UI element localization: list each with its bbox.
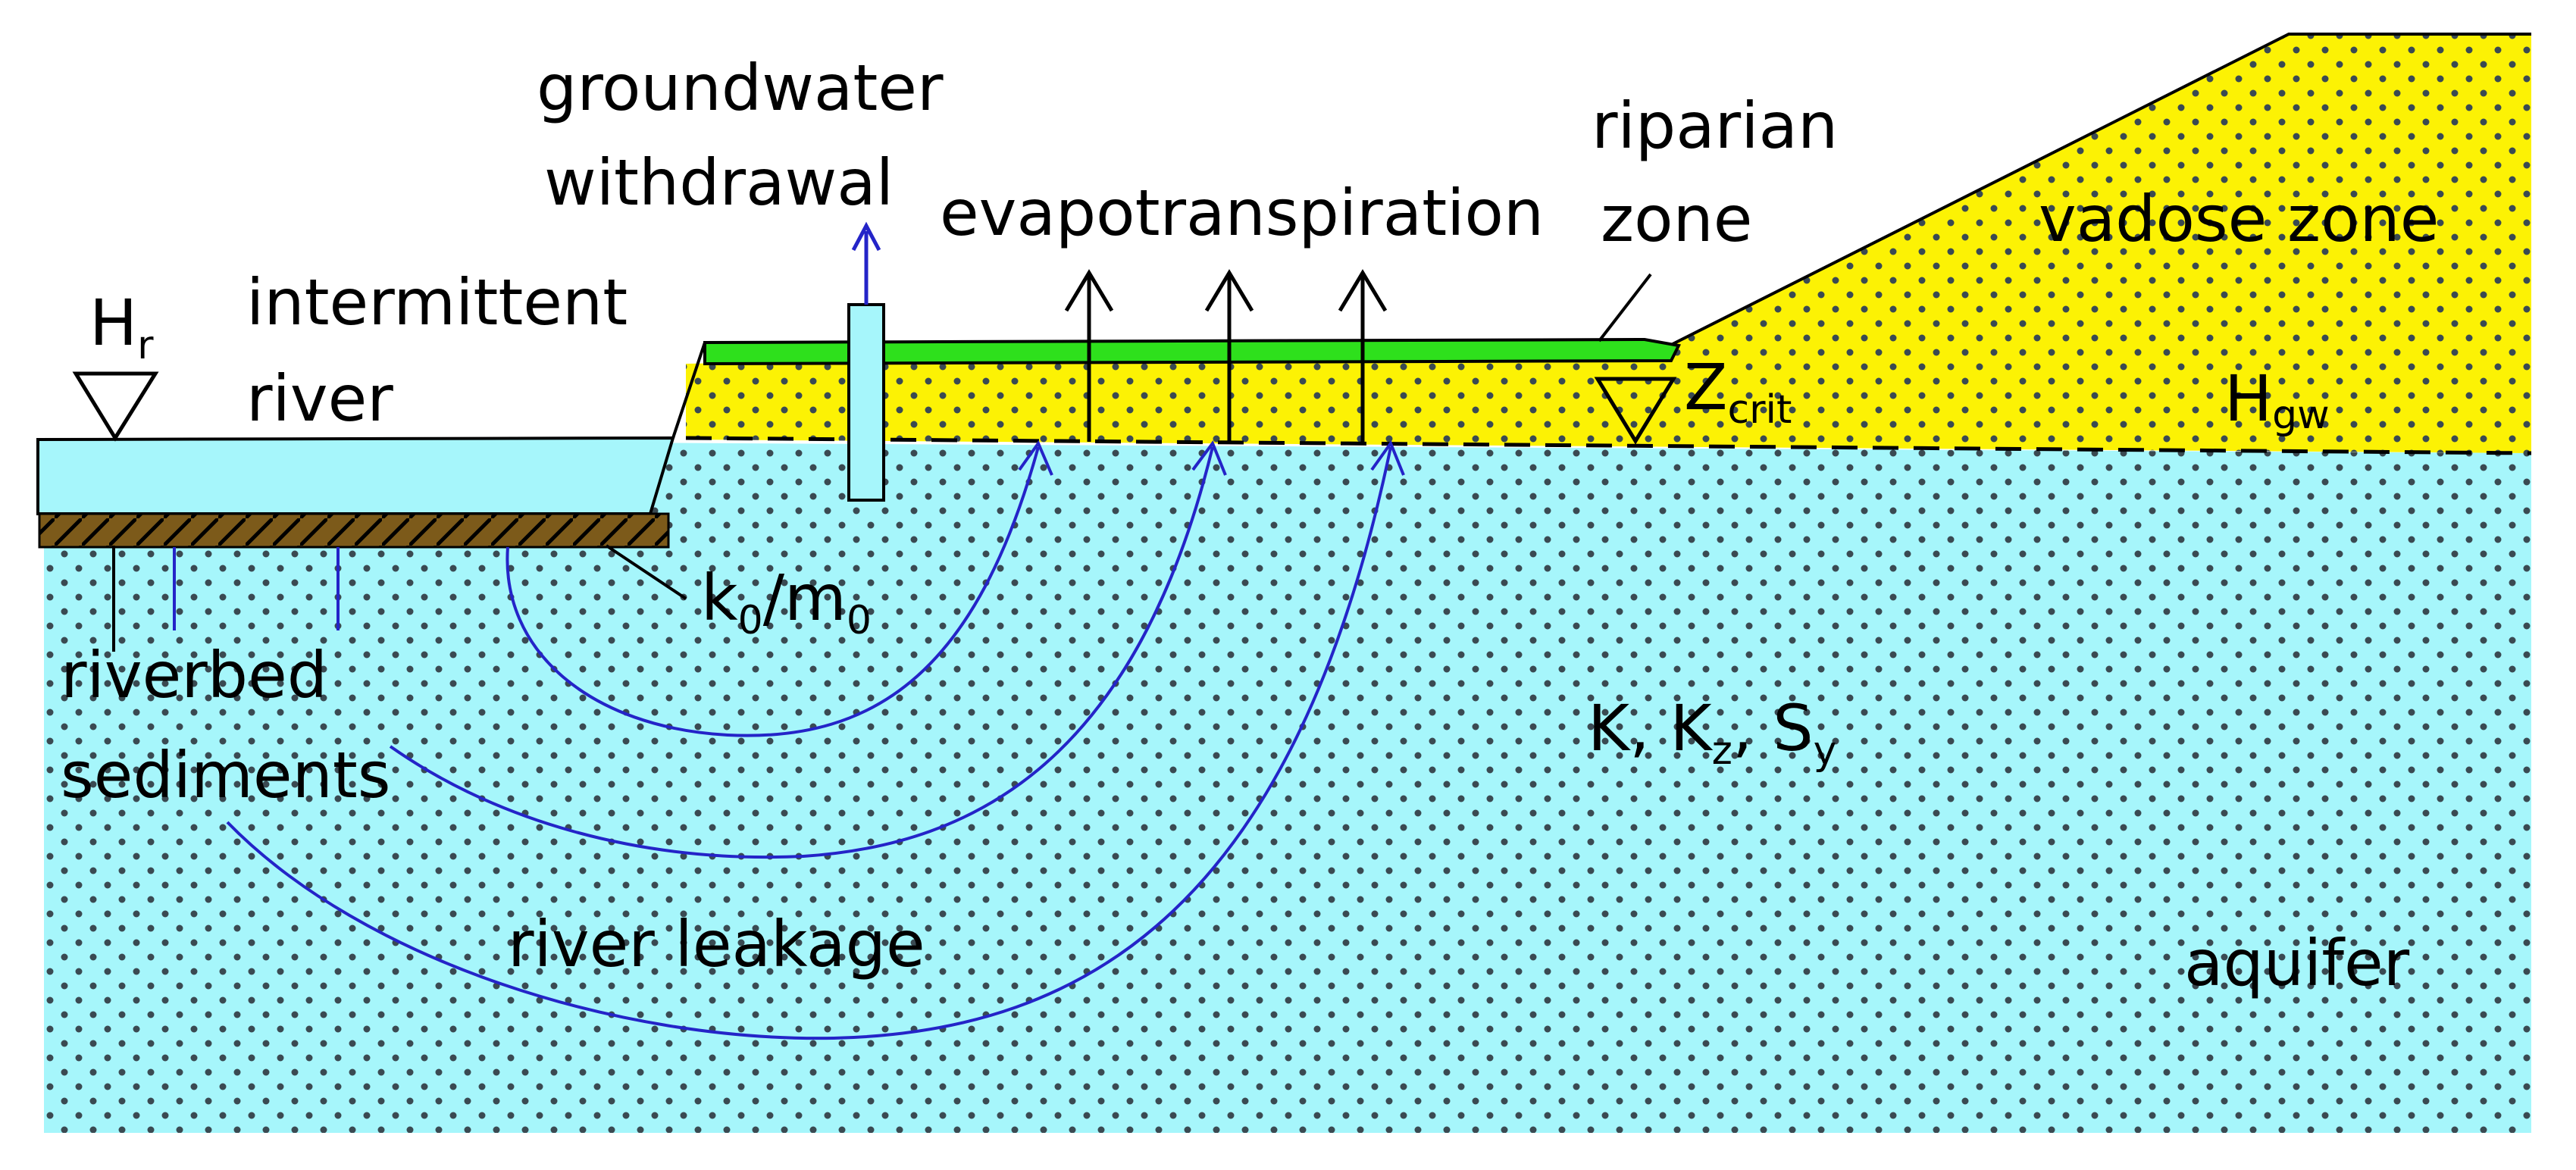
svg-text:k0/m0: k0/m0 [701, 561, 872, 643]
groundwater-label: groundwater [537, 51, 944, 125]
river-label: river [246, 361, 393, 436]
aquifer-label: aquifer [2184, 926, 2410, 1000]
inverted-triangle-icon [1594, 377, 1677, 445]
params-sy-subscript: y [1814, 728, 1837, 774]
params-s-label: , S [1732, 691, 1814, 765]
hgw-subscript: gw [2272, 393, 2330, 438]
inverted-triangle-icon [72, 371, 159, 442]
evapotranspiration-label: evapotranspiration [940, 176, 1544, 250]
river-leakage-label: river leakage [508, 907, 925, 981]
up-arrow-icon [1338, 269, 1388, 445]
up-arrow-icon [1204, 269, 1254, 443]
intermittent-label: intermittent [246, 265, 628, 339]
hr-subscript: r [137, 323, 154, 368]
river-bank [671, 342, 706, 439]
m0-subscript: 0 [847, 598, 872, 643]
riverbed-label: riverbed [61, 638, 327, 712]
vadose-zone-label: vadose zone [2039, 182, 2439, 256]
m0-label: /m [763, 561, 847, 635]
zcrit-subscript: crit [1728, 387, 1792, 433]
up-arrow-icon [1064, 269, 1114, 442]
groundwater-table [685, 436, 2532, 455]
k0-pointer [605, 544, 687, 600]
svg-text:Zcrit: Zcrit [1684, 350, 1792, 433]
hr-label: H [89, 286, 137, 360]
vadose-zone-region [686, 33, 2531, 453]
aquifer-region [44, 440, 2531, 1133]
svg-text:Hgw: Hgw [2224, 361, 2330, 438]
riparian-vegetation [703, 337, 1681, 366]
river-water [36, 436, 675, 515]
sediments-label: sediments [61, 738, 391, 812]
hgw-label: H [2224, 361, 2272, 436]
k0-subscript: 0 [738, 598, 763, 643]
flowline-arrowheads [1018, 440, 1405, 476]
svg-text:K, Kz, Sy: K, Kz, Sy [1588, 691, 1836, 774]
riparian-label: riparian [1592, 89, 1838, 163]
riparian-zone-label: zone [1601, 182, 1752, 256]
riparian-pointer [1598, 273, 1652, 343]
params-k-label: K, K [1588, 691, 1713, 765]
svg-text:Hr: Hr [89, 286, 154, 368]
pumping-well [847, 221, 885, 502]
riverbed-seepage [173, 547, 340, 630]
withdrawal-label: withdrawal [544, 145, 894, 220]
river-leakage-flowlines [226, 446, 1392, 1040]
k0-label: k [701, 561, 738, 635]
zcrit-label: Z [1684, 350, 1728, 424]
riverbed-layer [38, 512, 670, 549]
params-kz-subscript: z [1712, 728, 1732, 774]
